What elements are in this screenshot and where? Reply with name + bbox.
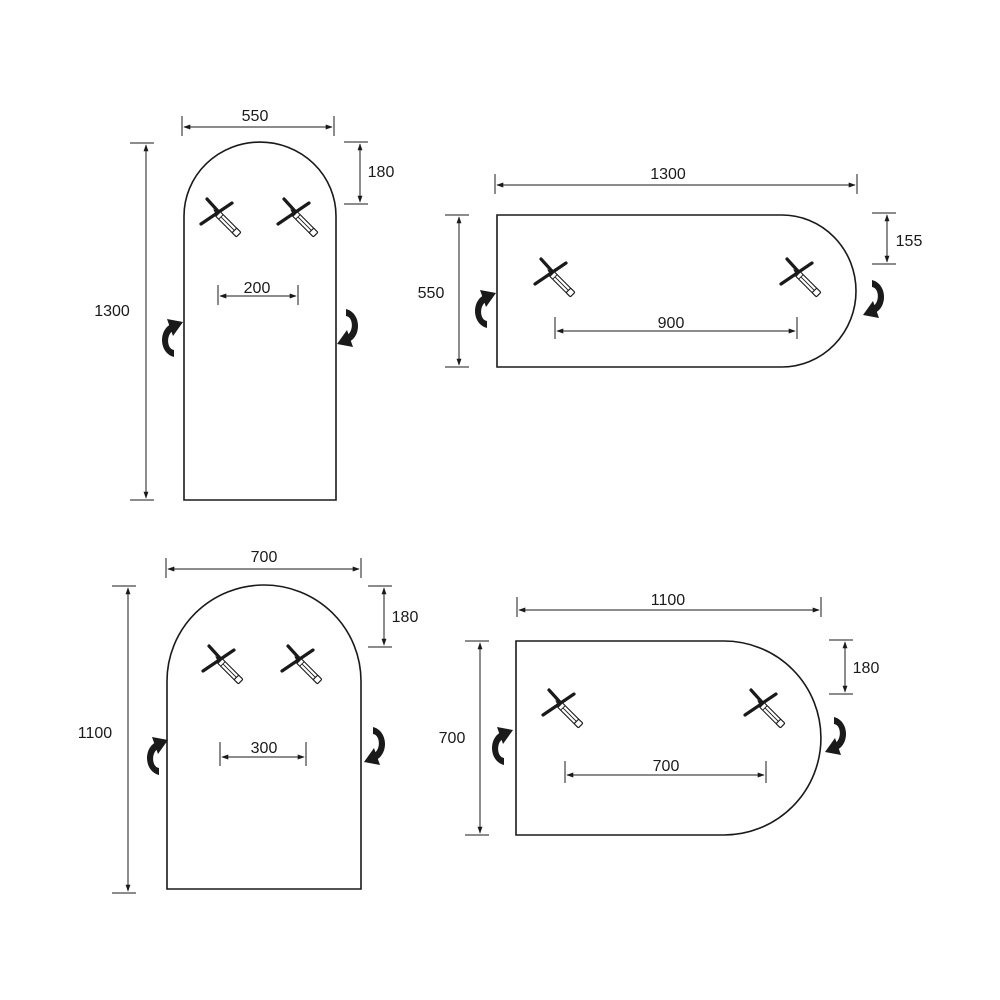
- spacing-dimension: 900: [554, 315, 798, 339]
- spacing-label: 200: [244, 280, 271, 297]
- height-label: 700: [439, 730, 466, 747]
- panel-arch-portrait-700x1100: 700 1100 180 300: [78, 549, 419, 894]
- width-label: 1300: [650, 166, 686, 183]
- rotate-clockwise-icon: [863, 280, 884, 318]
- width-label: 1100: [651, 592, 686, 609]
- top-offset-dimension: 180: [368, 585, 419, 648]
- width-label: 700: [251, 549, 278, 566]
- rotate-counterclockwise-icon: [492, 727, 513, 765]
- spacing-label: 900: [658, 315, 685, 332]
- top-offset-dimension: 155: [872, 212, 923, 265]
- height-label: 1100: [78, 725, 113, 742]
- width-dimension: 1100: [516, 592, 822, 617]
- height-label: 1300: [94, 303, 130, 320]
- mirror-outline: [515, 640, 822, 836]
- panel-arch-landscape-1300x550: 1300 550 155 900: [418, 166, 923, 368]
- mirror-outline: [183, 141, 337, 501]
- height-dimension: 700: [439, 640, 489, 836]
- rotate-counterclockwise-icon: [475, 290, 496, 328]
- height-label: 550: [418, 285, 445, 302]
- spacing-label: 300: [251, 740, 278, 757]
- top-offset-label: 155: [896, 233, 923, 250]
- width-dimension: 1300: [494, 166, 858, 194]
- mirror-outline: [166, 584, 362, 890]
- width-dimension: 550: [181, 108, 335, 136]
- top-offset-label: 180: [392, 609, 419, 626]
- rotate-counterclockwise-icon: [162, 319, 183, 357]
- rotate-counterclockwise-icon: [147, 737, 168, 775]
- top-offset-dimension: 180: [829, 639, 880, 695]
- panel-arch-portrait-550x1300: 550 1300 180 200: [94, 108, 395, 501]
- height-dimension: 550: [418, 214, 469, 368]
- top-offset-label: 180: [853, 660, 880, 677]
- top-offset-dimension: 180: [344, 141, 395, 205]
- width-label: 550: [242, 108, 269, 125]
- rotate-clockwise-icon: [337, 309, 358, 347]
- spacing-label: 700: [653, 758, 680, 775]
- spacing-dimension: 200: [217, 280, 299, 305]
- mirror-outline: [496, 214, 857, 368]
- spacing-dimension: 300: [219, 740, 307, 766]
- rotate-clockwise-icon: [364, 727, 385, 765]
- spacing-dimension: 700: [564, 758, 767, 783]
- height-dimension: 1300: [94, 142, 154, 501]
- width-dimension: 700: [165, 549, 362, 578]
- rotate-clockwise-icon: [825, 717, 846, 755]
- panel-arch-landscape-1100x700: 1100 700 180 700: [439, 592, 880, 836]
- height-dimension: 1100: [78, 585, 136, 894]
- top-offset-label: 180: [368, 164, 395, 181]
